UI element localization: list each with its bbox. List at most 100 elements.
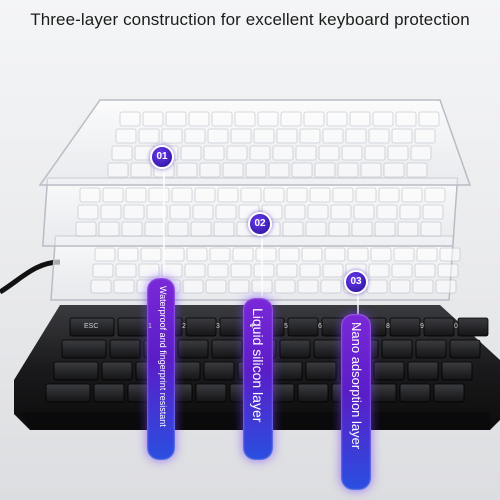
film-key bbox=[203, 145, 225, 161]
film-key bbox=[215, 204, 237, 220]
key-legend: 4 bbox=[250, 323, 254, 330]
film-key bbox=[94, 247, 116, 262]
film-key bbox=[364, 145, 386, 161]
film-key bbox=[301, 247, 323, 262]
film-key bbox=[412, 279, 434, 294]
keyboard-key bbox=[415, 339, 447, 359]
film-key bbox=[190, 221, 212, 237]
film-key bbox=[324, 247, 346, 262]
film-key bbox=[397, 221, 419, 237]
film-key bbox=[360, 162, 382, 178]
film-key bbox=[245, 162, 267, 178]
film-key bbox=[255, 247, 277, 262]
film-key bbox=[378, 187, 400, 203]
key-legend: 3 bbox=[216, 323, 220, 330]
film-key bbox=[303, 111, 325, 127]
keyboard-key bbox=[101, 361, 133, 381]
film-key bbox=[98, 221, 120, 237]
film-key bbox=[263, 187, 285, 203]
film-key bbox=[322, 263, 344, 278]
film-key bbox=[186, 247, 208, 262]
film-key bbox=[234, 111, 256, 127]
film-key bbox=[353, 204, 375, 220]
film-key bbox=[176, 162, 198, 178]
film-key bbox=[184, 128, 206, 144]
film-key bbox=[422, 204, 444, 220]
key-legend: 8 bbox=[386, 323, 390, 330]
film-key bbox=[142, 111, 164, 127]
film-key bbox=[435, 279, 457, 294]
film-key bbox=[184, 263, 206, 278]
keyboard-key bbox=[279, 339, 311, 359]
callout-02-number: 02 bbox=[254, 218, 266, 229]
film-key bbox=[328, 221, 350, 237]
film-key bbox=[326, 111, 348, 127]
film-key bbox=[330, 204, 352, 220]
keyboard-key bbox=[93, 383, 125, 403]
film-key bbox=[314, 162, 336, 178]
film-key bbox=[253, 128, 275, 144]
keyboard-key bbox=[195, 383, 227, 403]
film-key bbox=[161, 128, 183, 144]
film-key bbox=[192, 204, 214, 220]
film-key bbox=[115, 128, 137, 144]
callout-03: 03 bbox=[344, 270, 368, 294]
film-key bbox=[351, 221, 373, 237]
film-key bbox=[146, 204, 168, 220]
film-key bbox=[115, 263, 137, 278]
film-key bbox=[309, 187, 331, 203]
film-key bbox=[299, 128, 321, 144]
film-key bbox=[414, 128, 436, 144]
key-legend: 1 bbox=[148, 323, 152, 330]
keyboard-key bbox=[423, 317, 455, 337]
film-key bbox=[92, 263, 114, 278]
film-key bbox=[278, 247, 300, 262]
keyboard-key bbox=[297, 383, 329, 403]
film-key bbox=[424, 187, 446, 203]
film-key bbox=[119, 111, 141, 127]
film-key bbox=[307, 204, 329, 220]
film-key bbox=[207, 128, 229, 144]
keyboard-key bbox=[287, 317, 319, 337]
label-pill-03: Nano adsorption layer bbox=[341, 314, 371, 490]
film-key bbox=[337, 162, 359, 178]
layer-01-key-pattern bbox=[107, 111, 440, 178]
keyboard-key bbox=[117, 317, 149, 337]
film-key bbox=[274, 279, 296, 294]
callout-01: 01 bbox=[150, 145, 174, 169]
label-pill-02: Liquid silicon layer bbox=[243, 298, 273, 460]
layer-03-key-pattern bbox=[90, 247, 461, 294]
film-key bbox=[102, 187, 124, 203]
film-key bbox=[395, 111, 417, 127]
film-key bbox=[226, 145, 248, 161]
film-key bbox=[213, 221, 235, 237]
film-key bbox=[393, 247, 415, 262]
film-key bbox=[140, 247, 162, 262]
film-key bbox=[295, 145, 317, 161]
label-pill-01: Waterproof and fingerprint resistant bbox=[147, 278, 175, 460]
film-key bbox=[249, 145, 271, 161]
film-key bbox=[366, 279, 388, 294]
key-legend: 5 bbox=[284, 323, 288, 330]
keyboard-key bbox=[211, 339, 243, 359]
film-key bbox=[169, 204, 191, 220]
keyboard-key bbox=[45, 383, 91, 403]
film-key bbox=[332, 187, 354, 203]
film-key bbox=[374, 221, 396, 237]
film-key bbox=[341, 145, 363, 161]
film-key bbox=[100, 204, 122, 220]
film-key bbox=[406, 162, 428, 178]
film-key bbox=[349, 111, 371, 127]
film-key bbox=[79, 187, 101, 203]
film-key bbox=[376, 204, 398, 220]
film-key bbox=[171, 187, 193, 203]
keyboard-key bbox=[203, 361, 235, 381]
film-key bbox=[240, 187, 262, 203]
film-key bbox=[276, 128, 298, 144]
film-key bbox=[282, 221, 304, 237]
film-key bbox=[228, 279, 250, 294]
film-key bbox=[347, 247, 369, 262]
film-key bbox=[75, 221, 97, 237]
film-key bbox=[420, 221, 442, 237]
